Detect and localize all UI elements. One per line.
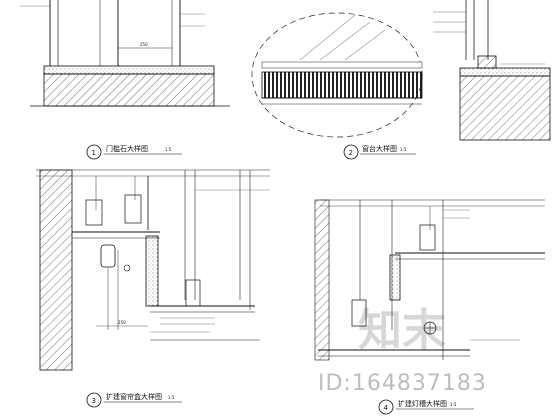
detail-1-dimension: 250 bbox=[140, 42, 148, 47]
detail-4-title: 扩建灯槽大样图 bbox=[398, 399, 447, 408]
detail-3-title: 扩建窗帘盒大样图 bbox=[106, 392, 162, 401]
detail-2-label: 2 窗台大样图 1:5 bbox=[343, 144, 416, 160]
detail-2-title: 窗台大样图 bbox=[362, 144, 397, 153]
detail-1-label: 1 门槛石大样图 1:5 bbox=[86, 144, 182, 160]
detail-2-scale: 1:5 bbox=[400, 147, 407, 152]
detail-4-label: 4 扩建灯槽大样图 1:5 bbox=[378, 399, 474, 415]
watermark: 知末 ID:164837183 bbox=[318, 305, 487, 396]
detail-3-drawing: 250 bbox=[36, 169, 270, 371]
watermark-logo-text: 知末 bbox=[358, 305, 446, 356]
detail-3-number: 3 bbox=[92, 397, 96, 405]
detail-2b-drawing bbox=[433, 0, 551, 141]
detail-2-drawing bbox=[251, 12, 423, 138]
detail-2-number: 2 bbox=[349, 149, 353, 157]
detail-3-scale: 1:5 bbox=[168, 395, 175, 400]
watermark-id-text: ID:164837183 bbox=[318, 371, 487, 396]
detail-3-label: 3 扩建窗帘盒大样图 1:5 bbox=[86, 392, 182, 408]
detail-4-drawing bbox=[314, 199, 545, 361]
detail-1-drawing: 250 bbox=[20, 0, 230, 107]
detail-3-dimension: 250 bbox=[118, 320, 126, 325]
detail-4-number: 4 bbox=[384, 404, 389, 412]
detail-4-scale: 1:5 bbox=[450, 402, 457, 407]
detail-1-title: 门槛石大样图 bbox=[106, 144, 148, 153]
detail-1-number: 1 bbox=[92, 149, 96, 157]
detail-1-scale: 1:5 bbox=[165, 147, 172, 152]
